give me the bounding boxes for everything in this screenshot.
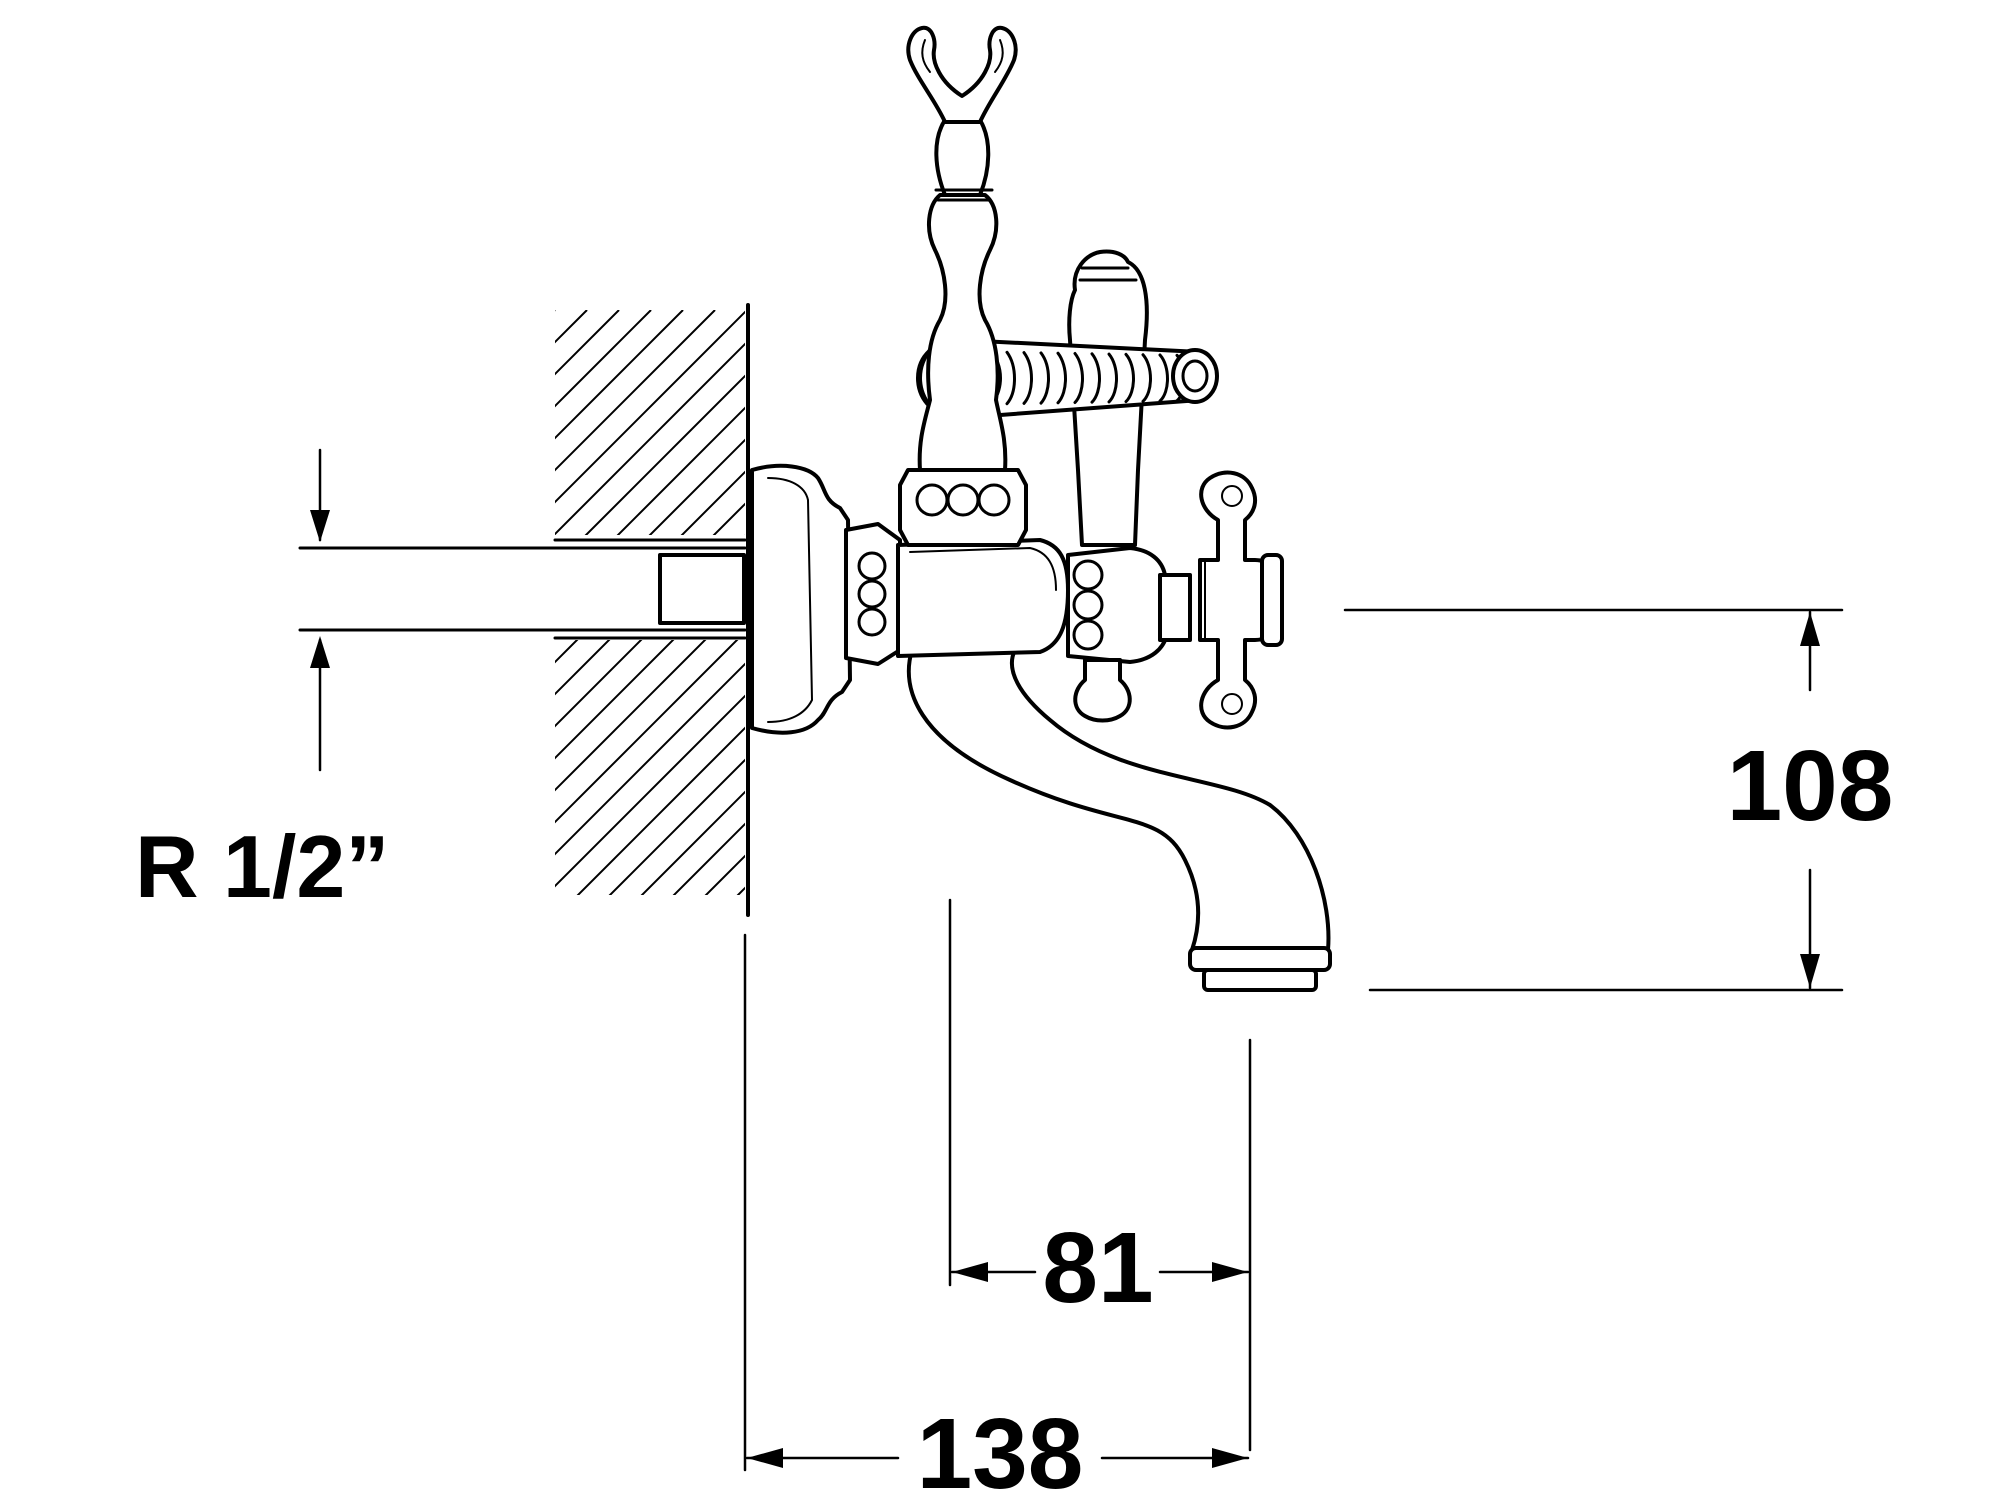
- pipe-connector: [658, 553, 746, 625]
- hatch-line: [555, 310, 745, 895]
- valve-bonnet: [1066, 546, 1170, 664]
- shower-holder: [906, 25, 1018, 472]
- wall-flange: [750, 463, 852, 735]
- supply-pipe: [298, 538, 747, 640]
- height-dimension: 108: [1343, 608, 1894, 992]
- hose-coil: [1090, 352, 1101, 404]
- pipe-thread-label: R 1/2”: [135, 817, 389, 916]
- holder-nut: [898, 468, 1028, 547]
- hose-coil: [1005, 350, 1016, 406]
- hatch-line: [555, 310, 716, 895]
- hose-coil: [1141, 353, 1152, 403]
- hose-end: [1171, 348, 1219, 404]
- hatch-line: [555, 310, 745, 895]
- hose-coil: [1124, 352, 1135, 404]
- flange-nut: [844, 522, 902, 666]
- hatch-line: [574, 310, 745, 895]
- hatch-line: [555, 310, 684, 895]
- hatch-line: [555, 310, 745, 895]
- shower-cradle: [906, 25, 1018, 124]
- hatch-line: [638, 310, 745, 895]
- height-dimension-value: 108: [1727, 730, 1894, 842]
- pipe-diameter-dimension: R 1/2”: [135, 448, 389, 916]
- hose-coil: [1158, 353, 1169, 403]
- hose-coil: [1073, 352, 1084, 404]
- drip-knob: [1073, 658, 1132, 723]
- hatch-line: [555, 310, 745, 895]
- hose-coil: [1056, 351, 1067, 405]
- cross-handle: [1198, 470, 1284, 730]
- faucet: [750, 25, 1332, 992]
- hatch-line: [555, 310, 745, 895]
- hatch-line: [606, 310, 745, 895]
- body-to-spout-value: 81: [1042, 1212, 1153, 1324]
- hose-coil: [1107, 352, 1118, 404]
- wall-to-spout-dimension: 138: [743, 933, 1250, 1500]
- hatch-line: [555, 310, 745, 895]
- body-to-spout-dimension: 81: [948, 898, 1252, 1452]
- wall-to-spout-value: 138: [917, 1398, 1084, 1500]
- aerator: [1188, 946, 1332, 972]
- hatch-line: [555, 310, 745, 895]
- hose-coil: [1039, 351, 1050, 405]
- hose-coil: [1022, 351, 1033, 405]
- mixer-body: [896, 538, 1070, 658]
- handle-cap: [1260, 553, 1284, 647]
